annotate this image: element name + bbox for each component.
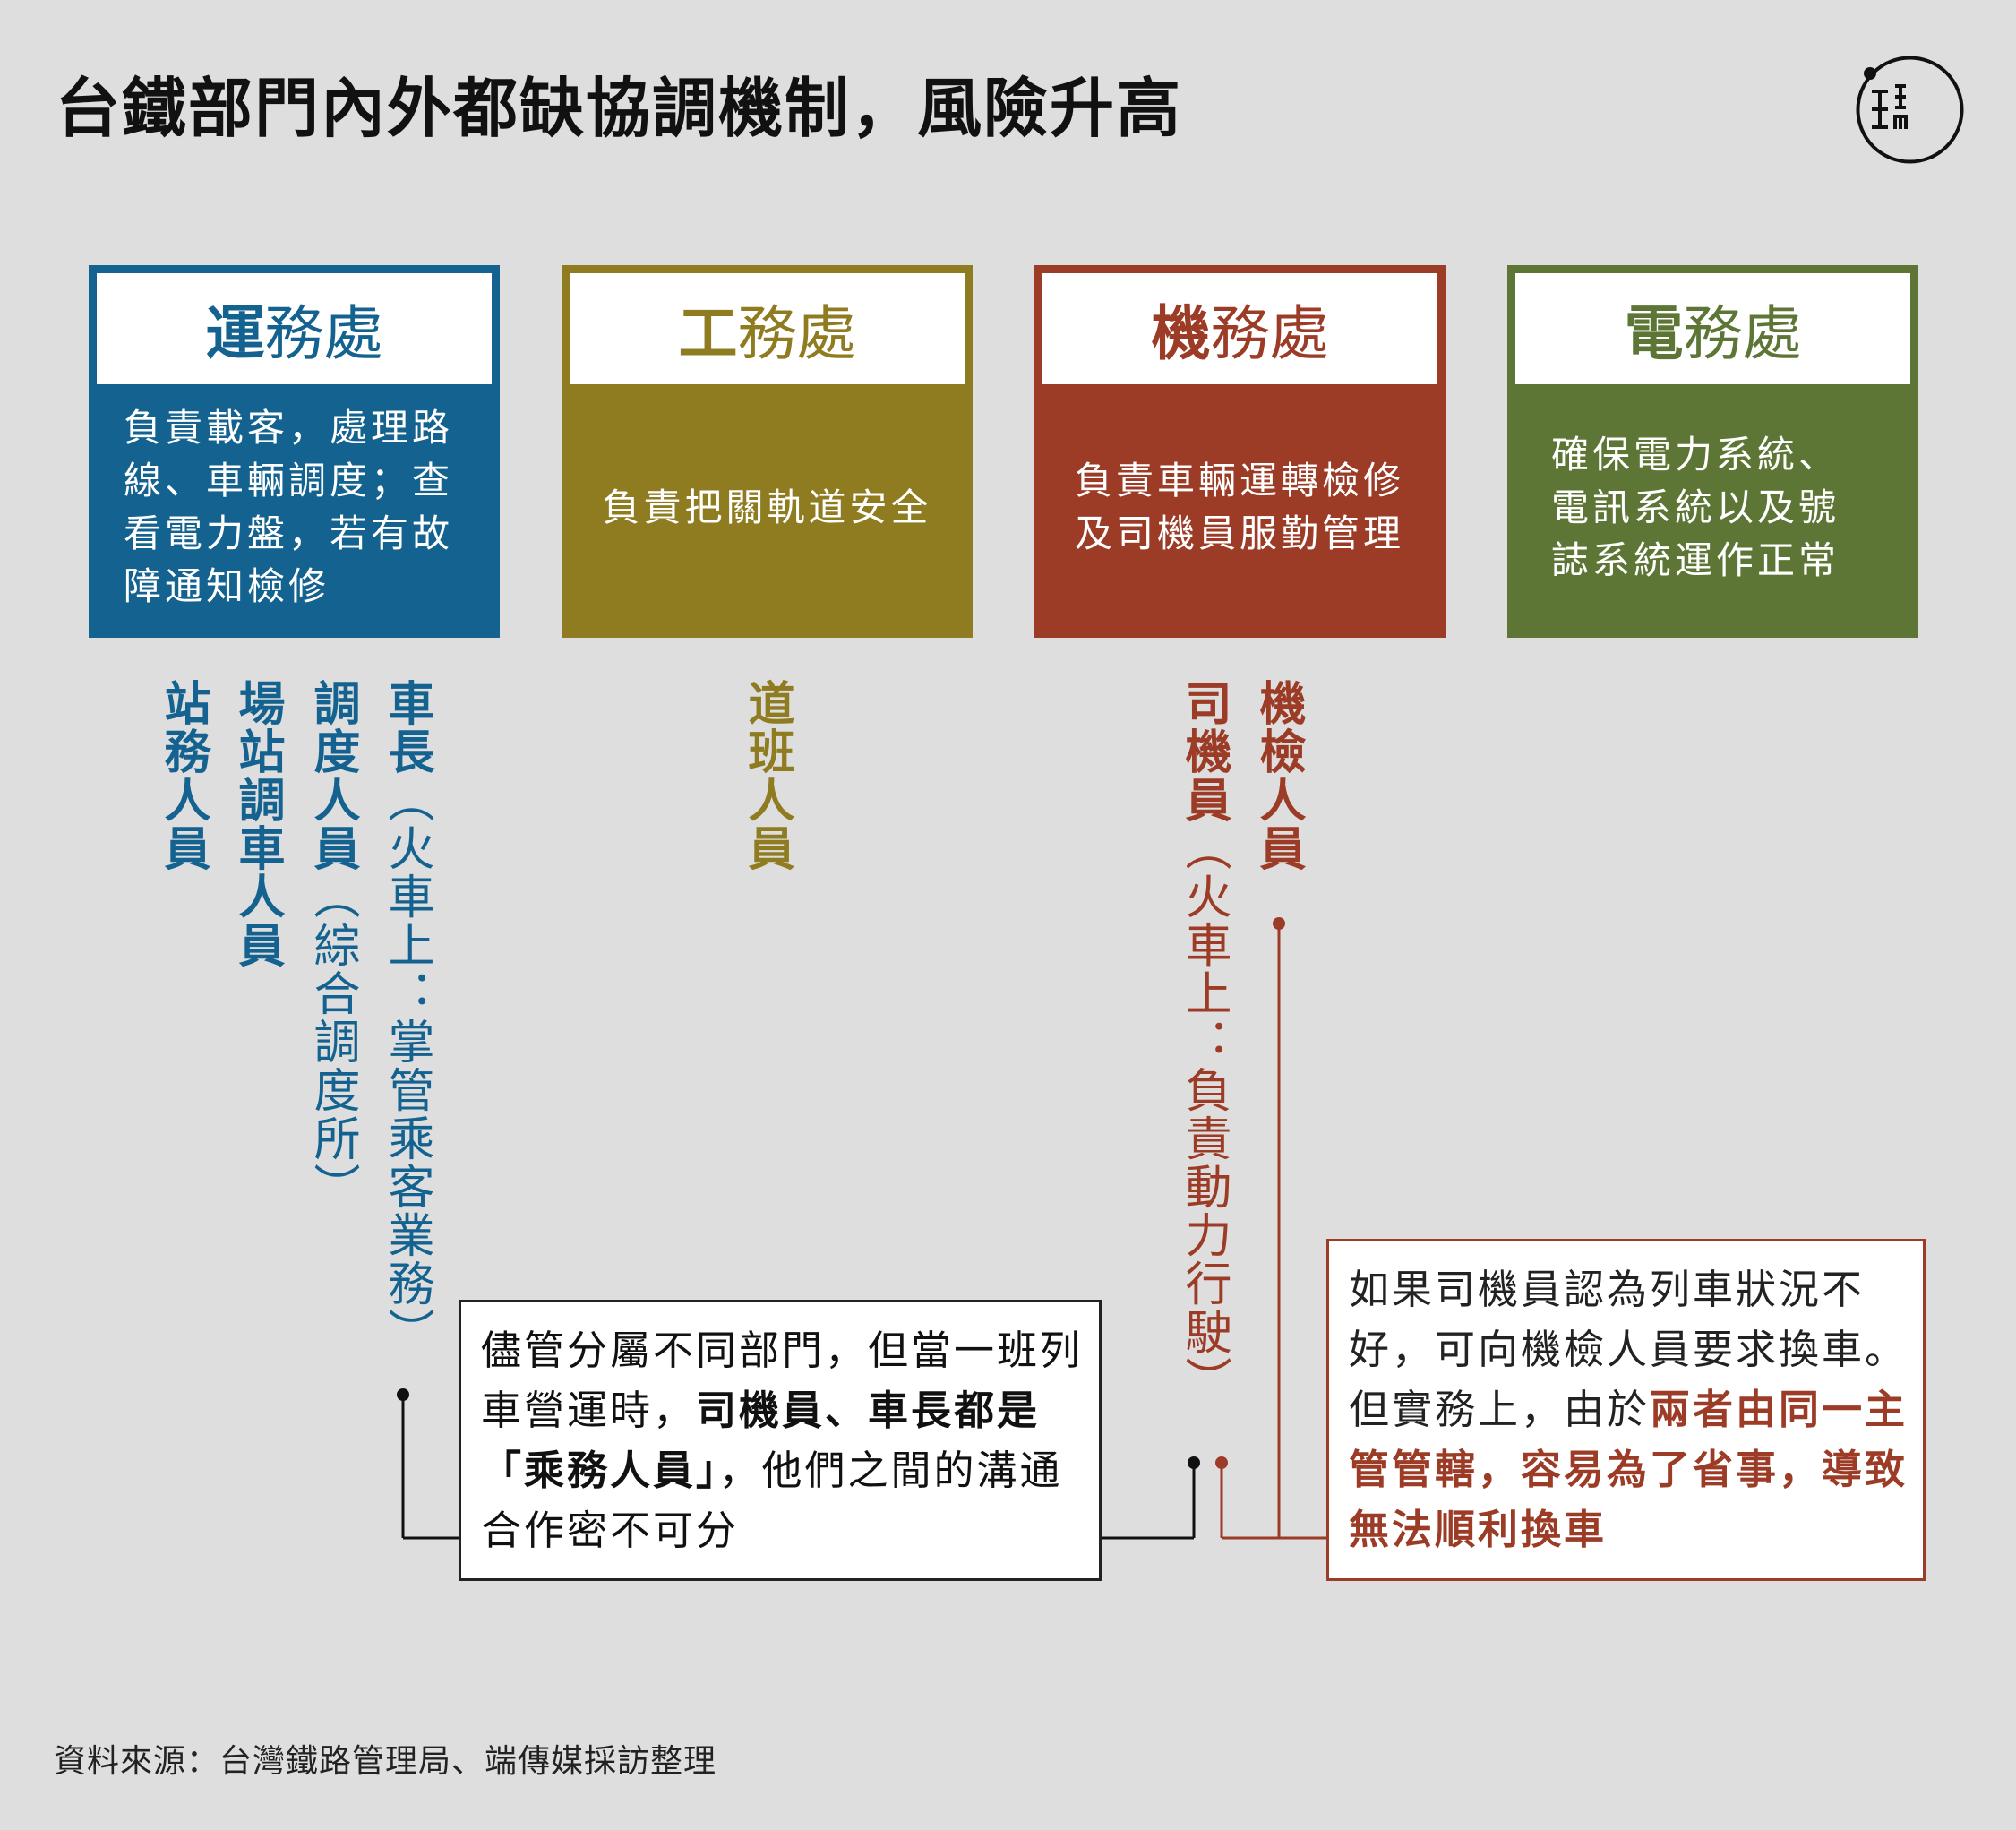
driver-note-connector [1220,1463,1326,1540]
department-title: 電務處 [1515,273,1910,384]
department-title: 運務處 [97,273,492,384]
car-change-note: 如果司機員認為列車狀況不好，可向機檢人員要求換車。但實務上，由於兩者由同一主管管… [1326,1239,1926,1581]
initium-logo-icon [1856,56,1964,164]
inspector-connector-dot [1273,917,1285,930]
track-crew-label: 道班人員 [740,679,794,872]
department-title: 機務處 [1042,273,1437,384]
driver-connector-dot [1188,1456,1200,1469]
department-description: 負責車輛運轉檢修及司機員服勤管理 [1075,459,1405,555]
department-description: 負責載客，處理路線、車輛調度；查看電力盤，若有故障通知檢修 [124,406,454,608]
department-card-electrical: 電務處 確保電力系統、電訊系統以及號誌系統運作正常 [1507,265,1918,638]
conductor-connector-dot [397,1388,409,1401]
driver-note-connector-dot [1215,1456,1228,1469]
page-title: 台鐵部門內外都缺協調機制，風險升高 [56,71,1183,146]
inspector-label: 機檢人員 [1251,679,1305,872]
department-title: 工務處 [570,273,965,384]
driver-label: 司機員（火車上：負責動力行駛） [1177,679,1231,1405]
source-credit: 資料來源：台灣鐵路管理局、端傳媒採訪整理 [54,1743,717,1780]
department-description: 確保電力系統、電訊系統以及號誌系統運作正常 [1551,432,1840,582]
conductor-connector [401,1395,459,1540]
department-card-mechanical: 機務處 負責車輛運轉檢修及司機員服勤管理 [1034,265,1446,638]
department-card-engineering: 工務處 負責把關軌道安全 [562,265,973,638]
station-staff-label: 站務人員 [156,679,210,872]
driver-connector [1102,1463,1196,1540]
department-description: 負責把關軌道安全 [602,485,932,529]
dispatcher-label: 調度人員（綜合調度所） [305,679,359,1211]
crew-cooperation-note: 儘管分屬不同部門，但當一班列車營運時，司機員、車長都是「乘務人員」，他們之間的溝… [459,1300,1102,1581]
department-card-transport: 運務處 負責載客，處理路線、車輛調度；查看電力盤，若有故障通知檢修 [89,265,500,638]
conductor-label: 車長（火車上：掌管乘客業務） [380,679,433,1356]
yard-dispatcher-label: 場站調車人員 [230,679,284,969]
